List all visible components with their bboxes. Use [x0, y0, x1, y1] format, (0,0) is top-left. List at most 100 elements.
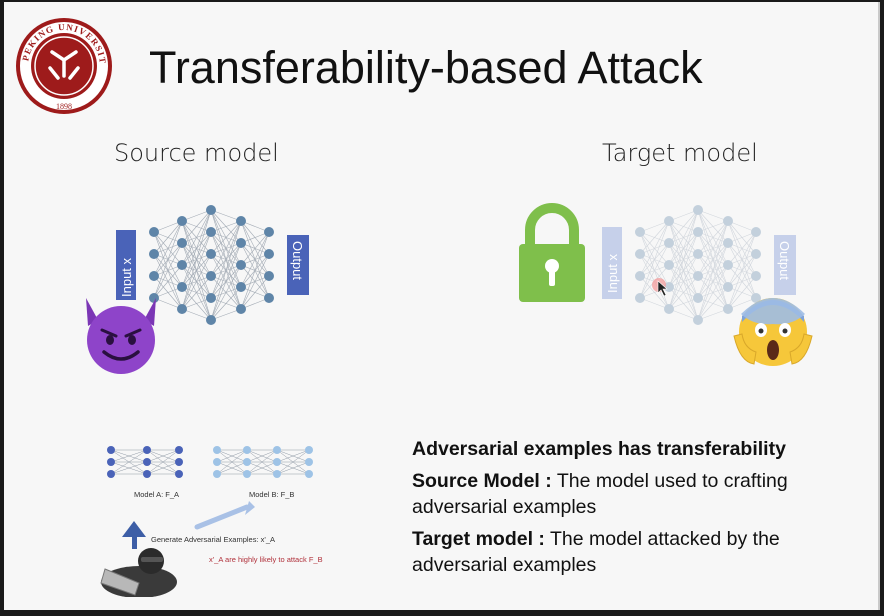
network-node	[693, 293, 703, 303]
source-input-label: Input x	[119, 257, 134, 297]
smiling-face-with-horns-icon	[86, 298, 156, 374]
network-node	[149, 293, 159, 303]
network-node	[206, 249, 216, 259]
network-node	[177, 260, 187, 270]
summary-heading: Adversarial examples has transferability	[412, 438, 786, 460]
face-screaming-in-fear-icon	[733, 298, 813, 366]
source-model-definition: The model used to crafting adversarial e…	[412, 470, 788, 518]
network-node	[177, 282, 187, 292]
network-node	[273, 458, 281, 466]
source-input-bar	[116, 230, 136, 300]
network-node	[693, 249, 703, 259]
network-node	[149, 249, 159, 259]
summary-text: Adversarial examples has transferability…	[412, 436, 872, 584]
network-node	[273, 446, 281, 454]
network-node	[236, 216, 246, 226]
network-node	[635, 271, 645, 281]
network-node	[236, 260, 246, 270]
network-node	[664, 304, 674, 314]
network-node	[635, 249, 645, 259]
network-node	[206, 293, 216, 303]
target-model-definition: The model attacked by the adversarial ex…	[412, 528, 780, 576]
network-node	[243, 446, 251, 454]
network-node	[149, 271, 159, 281]
lock-icon	[519, 203, 585, 302]
network-node	[751, 227, 761, 237]
network-node	[206, 205, 216, 215]
slide: PEKING UNIVERSITY 1898 Transferability-b…	[4, 2, 880, 610]
university-logo: PEKING UNIVERSITY 1898	[14, 16, 112, 114]
network-node	[264, 271, 274, 281]
network-node	[177, 216, 187, 226]
network-node	[751, 249, 761, 259]
page-title: Transferability-based Attack	[149, 42, 703, 93]
network-node	[236, 282, 246, 292]
network-node	[664, 260, 674, 270]
network-node	[273, 470, 281, 478]
network-node	[236, 304, 246, 314]
network-node	[143, 446, 151, 454]
network-node	[243, 470, 251, 478]
network-node	[107, 458, 115, 466]
network-node	[264, 249, 274, 259]
model-a-label: Model A: F_A	[134, 490, 179, 499]
network-node	[175, 446, 183, 454]
target-output-bar	[774, 235, 796, 295]
network-node	[305, 446, 313, 454]
network-node	[143, 458, 151, 466]
mouse-cursor-icon	[657, 280, 668, 297]
target-output-label: Output	[777, 241, 792, 280]
network-node	[206, 227, 216, 237]
transfer-illustration: Model A: F_A Model B: F_B Generate Adver…	[100, 446, 323, 597]
target-input-label: Input x	[605, 253, 620, 293]
network-node	[693, 315, 703, 325]
network-node	[143, 470, 151, 478]
network-node	[206, 315, 216, 325]
network-node	[177, 304, 187, 314]
source-output-bar	[287, 235, 309, 295]
source-model-term: Source Model :	[412, 470, 552, 492]
network-node	[723, 304, 733, 314]
network-node	[693, 227, 703, 237]
network-node	[693, 271, 703, 281]
source-network-diagram: Input x Output	[116, 205, 309, 325]
network-node	[213, 446, 221, 454]
network-node	[175, 458, 183, 466]
network-node	[723, 238, 733, 248]
network-node	[635, 227, 645, 237]
up-arrow-icon	[122, 521, 146, 549]
source-output-label: Output	[290, 241, 305, 280]
source-model-label: Source model	[114, 139, 279, 167]
target-input-bar	[602, 227, 622, 299]
attack-note: x'_A are highly likely to attack F_B	[209, 555, 323, 564]
network-node	[751, 293, 761, 303]
network-node	[149, 227, 159, 237]
network-node	[723, 216, 733, 226]
network-node	[236, 238, 246, 248]
network-node	[723, 260, 733, 270]
network-node	[664, 238, 674, 248]
hacker-icon	[100, 548, 177, 597]
network-node	[177, 238, 187, 248]
target-model-label: Target model	[602, 139, 758, 167]
network-node	[635, 293, 645, 303]
network-node	[723, 282, 733, 292]
network-node	[107, 446, 115, 454]
network-node	[305, 470, 313, 478]
target-network-diagram: Input x Output	[602, 205, 796, 325]
generate-label: Generate Adversarial Examples: x'_A	[151, 535, 275, 544]
network-node	[213, 458, 221, 466]
network-node	[664, 282, 674, 292]
network-node	[107, 470, 115, 478]
diagonal-arrow-icon	[194, 504, 250, 530]
network-node	[264, 227, 274, 237]
network-node	[305, 458, 313, 466]
target-model-term: Target model :	[412, 528, 545, 550]
network-node	[213, 470, 221, 478]
model-b-label: Model B: F_B	[249, 490, 294, 499]
network-node	[693, 205, 703, 215]
network-node	[264, 293, 274, 303]
network-node	[175, 470, 183, 478]
logo-year: 1898	[56, 102, 72, 111]
network-node	[664, 216, 674, 226]
